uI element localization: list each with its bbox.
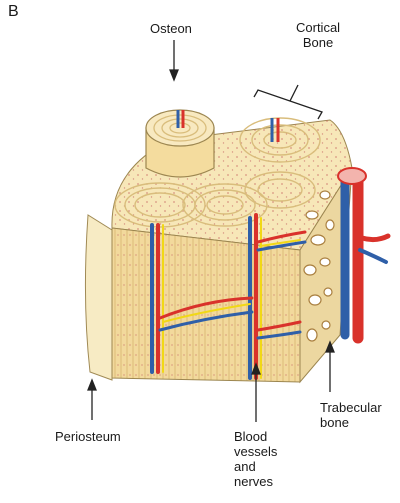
cortical-bone-label: Cortical Bone	[296, 20, 340, 50]
trabecular-bone-line-2: bone	[320, 415, 382, 430]
cortical-bracket	[254, 90, 322, 119]
medullary-vessels	[345, 175, 388, 338]
osteon-label: Osteon	[150, 21, 192, 36]
trabecular-bone-label: Trabecular bone	[320, 400, 382, 430]
trabecular-bone-line-1: Trabecular	[320, 400, 382, 415]
periosteum-label: Periosteum	[55, 429, 121, 444]
cortical-bone-line-2: Bone	[296, 35, 340, 50]
panel-letter: B	[8, 4, 19, 19]
blood-vessels-label: Blood vessels and nerves	[234, 429, 277, 489]
blood-vessels-line-1: Blood	[234, 429, 277, 444]
periosteum-layer	[85, 215, 112, 380]
cortical-bone-line-1: Cortical	[296, 20, 340, 35]
blood-vessels-line-4: nerves	[234, 474, 277, 489]
blood-vessels-line-3: and	[234, 459, 277, 474]
blood-vessels-line-2: vessels	[234, 444, 277, 459]
